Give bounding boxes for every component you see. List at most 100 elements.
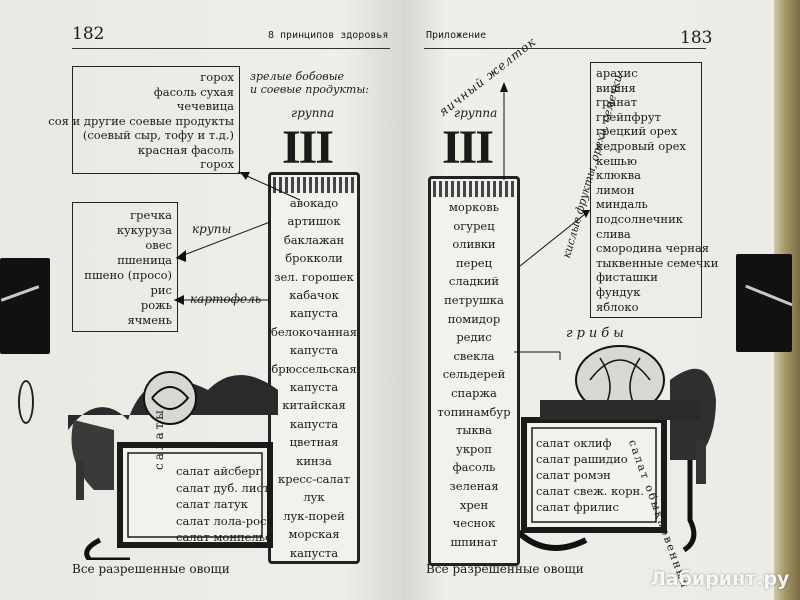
vegetable-item: капуста bbox=[289, 545, 339, 560]
vegetable-item: брокколи bbox=[285, 251, 343, 266]
grain-item: рис bbox=[150, 283, 172, 297]
fruit-item: смородина черная bbox=[596, 241, 710, 256]
grain-item: пшено (просо) bbox=[84, 268, 172, 282]
right-footer: Все разрешенные овощи bbox=[426, 562, 584, 576]
vegetable-item: сладкий bbox=[448, 274, 500, 289]
fruit-item: слива bbox=[596, 226, 631, 241]
legumes-box bbox=[72, 66, 240, 174]
vegetable-item: артишок bbox=[287, 214, 341, 229]
vegetable-item: белокочанная bbox=[271, 324, 357, 339]
vegetable-item: лук-порей bbox=[283, 508, 345, 523]
vegetable-item: морковь bbox=[448, 200, 500, 214]
fruit-item: миндаль bbox=[596, 197, 648, 212]
lettuce-item: салат фрилис bbox=[536, 500, 619, 514]
left-group-label: группа bbox=[291, 106, 335, 120]
grain-item: ячмень bbox=[127, 313, 172, 327]
right-page-number: 183 bbox=[680, 28, 713, 48]
legume-item: красная фасоль bbox=[137, 142, 234, 157]
potato-label: картофель bbox=[190, 292, 262, 306]
grains-label: крупы bbox=[192, 222, 232, 236]
header-rule bbox=[72, 48, 390, 49]
grains-box bbox=[72, 202, 178, 332]
vegetable-item: морская bbox=[288, 527, 340, 542]
vegetable-item: топинамбур bbox=[437, 404, 511, 419]
vegetable-item: свекла bbox=[453, 348, 495, 363]
vegetable-item: оливки bbox=[452, 237, 496, 252]
vegetable-item: баклажан bbox=[283, 232, 345, 247]
lettuce-item: салат свеж. корн. bbox=[536, 484, 644, 498]
fruits-box bbox=[590, 62, 702, 318]
labirint-watermark: Лабиринт.ру bbox=[650, 568, 790, 590]
left-running-head: 8 принципов здоровья bbox=[268, 30, 389, 41]
mushrooms-label: грибы bbox=[566, 326, 628, 341]
column-top-ornament bbox=[273, 177, 355, 193]
vegetable-item: петрушка bbox=[444, 293, 504, 307]
vegetable-item: капуста bbox=[289, 306, 339, 321]
legume-item: горох bbox=[200, 70, 234, 84]
vegetable-item: шпинат bbox=[450, 534, 498, 549]
fruit-item: фундук bbox=[596, 285, 641, 299]
vegetable-item: чеснок bbox=[452, 516, 496, 531]
salad-item: салат лола-роса bbox=[176, 513, 274, 528]
vegetable-item: зеленая bbox=[449, 479, 499, 493]
vegetable-item: фасоль bbox=[452, 460, 496, 475]
fruit-item: кешью bbox=[596, 153, 637, 168]
grain-item: гречка bbox=[130, 208, 172, 222]
lettuce-item: салат рашидио bbox=[536, 452, 628, 466]
left-page-number: 182 bbox=[72, 24, 105, 44]
vegetable-item: кинза bbox=[296, 453, 332, 468]
legumes-label-1: зрелые бобовые bbox=[250, 70, 345, 83]
grain-item: пшеница bbox=[117, 253, 172, 267]
legume-item: (соевый сыр, тофу и т.д.) bbox=[82, 128, 234, 142]
fruit-item: клюква bbox=[596, 168, 642, 183]
salad-item: салат дуб. лист bbox=[176, 480, 270, 495]
vegetable-item: укроп bbox=[456, 441, 492, 456]
legume-item: фасоль сухая bbox=[153, 84, 234, 99]
fruit-item: гранат bbox=[596, 95, 638, 110]
vegetable-item: огурец bbox=[453, 218, 495, 233]
fruit-item: арахис bbox=[596, 66, 638, 80]
vegetable-item: кресс-салат bbox=[278, 472, 350, 486]
salad-item: салат монпелье bbox=[176, 530, 272, 544]
vegetable-item: цветная bbox=[289, 435, 339, 450]
fruit-item: лимон bbox=[596, 182, 635, 197]
vegetable-item: спаржа bbox=[451, 386, 497, 400]
vegetable-item: помидор bbox=[447, 311, 501, 326]
vegetable-item: лук bbox=[303, 490, 325, 505]
salad-item: салат айсберг bbox=[176, 464, 262, 478]
right-column-top-ornament bbox=[433, 181, 515, 197]
right-running-head: Приложение bbox=[426, 30, 487, 41]
vegetable-item: сельдерей bbox=[442, 367, 506, 382]
right-header-rule bbox=[424, 48, 706, 49]
legumes-label-2: и соевые продукты: bbox=[250, 83, 370, 96]
vegetable-item: редис bbox=[456, 330, 492, 345]
lettuce-item: салат оклиф bbox=[536, 436, 612, 450]
vegetable-item: китайская bbox=[282, 398, 346, 413]
fruit-item: фисташки bbox=[596, 270, 658, 285]
legume-item: горох bbox=[200, 157, 234, 171]
vegetable-item: капуста bbox=[289, 343, 339, 358]
grain-item: кукуруза bbox=[116, 223, 172, 237]
grain-item: овес bbox=[145, 238, 172, 252]
fruit-item: грецкий орех bbox=[596, 124, 678, 139]
vegetable-item: капуста bbox=[289, 416, 339, 431]
vegetable-item: капуста bbox=[289, 380, 339, 394]
vegetable-item: хрен bbox=[459, 497, 489, 512]
vegetable-item: тыква bbox=[455, 423, 493, 438]
fruit-item: тыквенные семечки bbox=[596, 255, 719, 270]
left-group-roman: III bbox=[282, 121, 334, 174]
fruit-item: яблоко bbox=[596, 299, 639, 314]
left-binder-clip bbox=[0, 258, 50, 354]
vegetable-item: зел. горошек bbox=[274, 269, 354, 284]
right-group-label: группа bbox=[454, 106, 498, 120]
fruit-item: вишня bbox=[596, 80, 636, 95]
fruit-item: подсолнечник bbox=[596, 212, 683, 226]
left-clip-ring bbox=[18, 380, 34, 424]
salad-item: салат латук bbox=[176, 497, 248, 511]
left-salad-ornament bbox=[68, 371, 278, 560]
right-salad-ornament bbox=[520, 345, 716, 553]
